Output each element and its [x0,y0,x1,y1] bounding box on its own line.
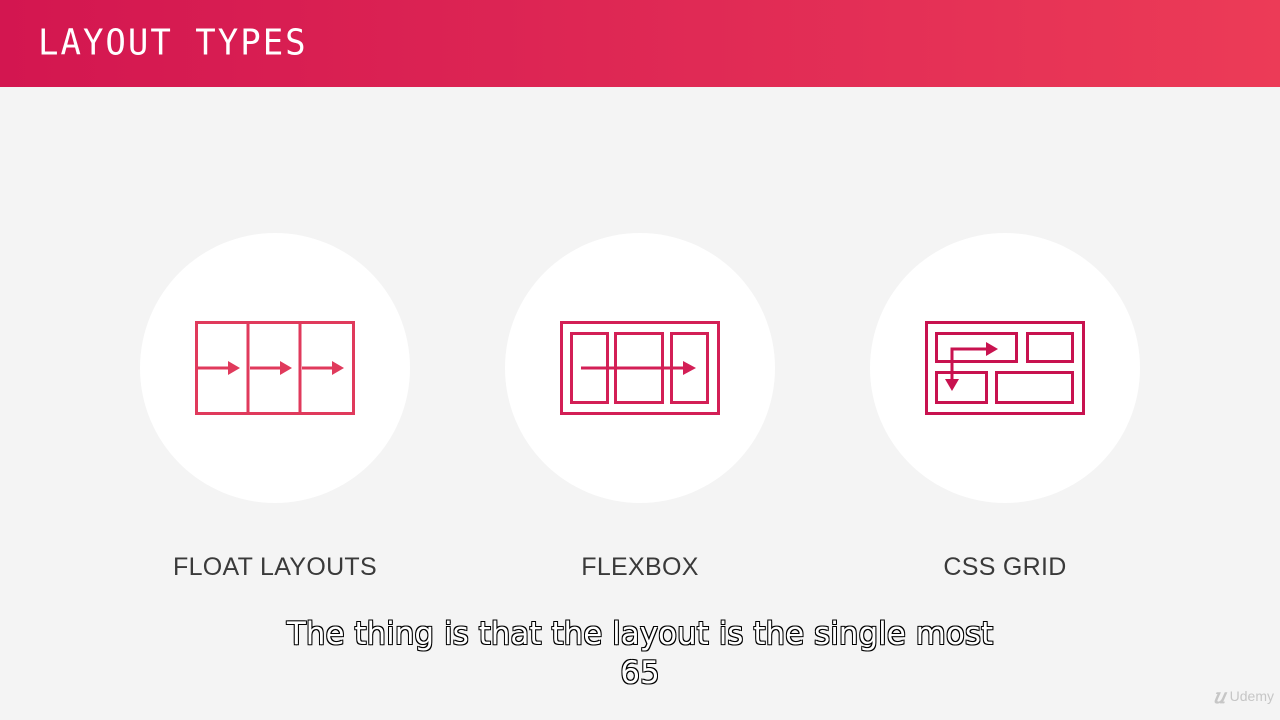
css-grid-circle [870,233,1140,503]
float-layout-circle [140,233,410,503]
watermark-text: Udemy [1229,688,1274,704]
float-layouts-label: FLOAT LAYOUTS [173,553,377,581]
udemy-logo-icon: 𝑢 [1212,684,1226,708]
flexbox-label: FLEXBOX [581,553,699,581]
float-layout-icon [195,321,355,415]
flexbox-icon [560,321,720,415]
flexbox-circle [505,233,775,503]
header-bar: LAYOUT TYPES [0,0,1280,87]
slide-title: LAYOUT TYPES [38,22,308,64]
subtitle-line-1: The thing is that the layout is the sing… [286,615,994,652]
css-grid-icon [925,321,1085,415]
video-subtitle: The thing is that the layout is the sing… [190,615,1090,693]
subtitle-line-2: 65 [620,654,661,691]
udemy-watermark: 𝑢 Udemy [1213,684,1274,708]
css-grid-label: CSS GRID [943,553,1067,581]
